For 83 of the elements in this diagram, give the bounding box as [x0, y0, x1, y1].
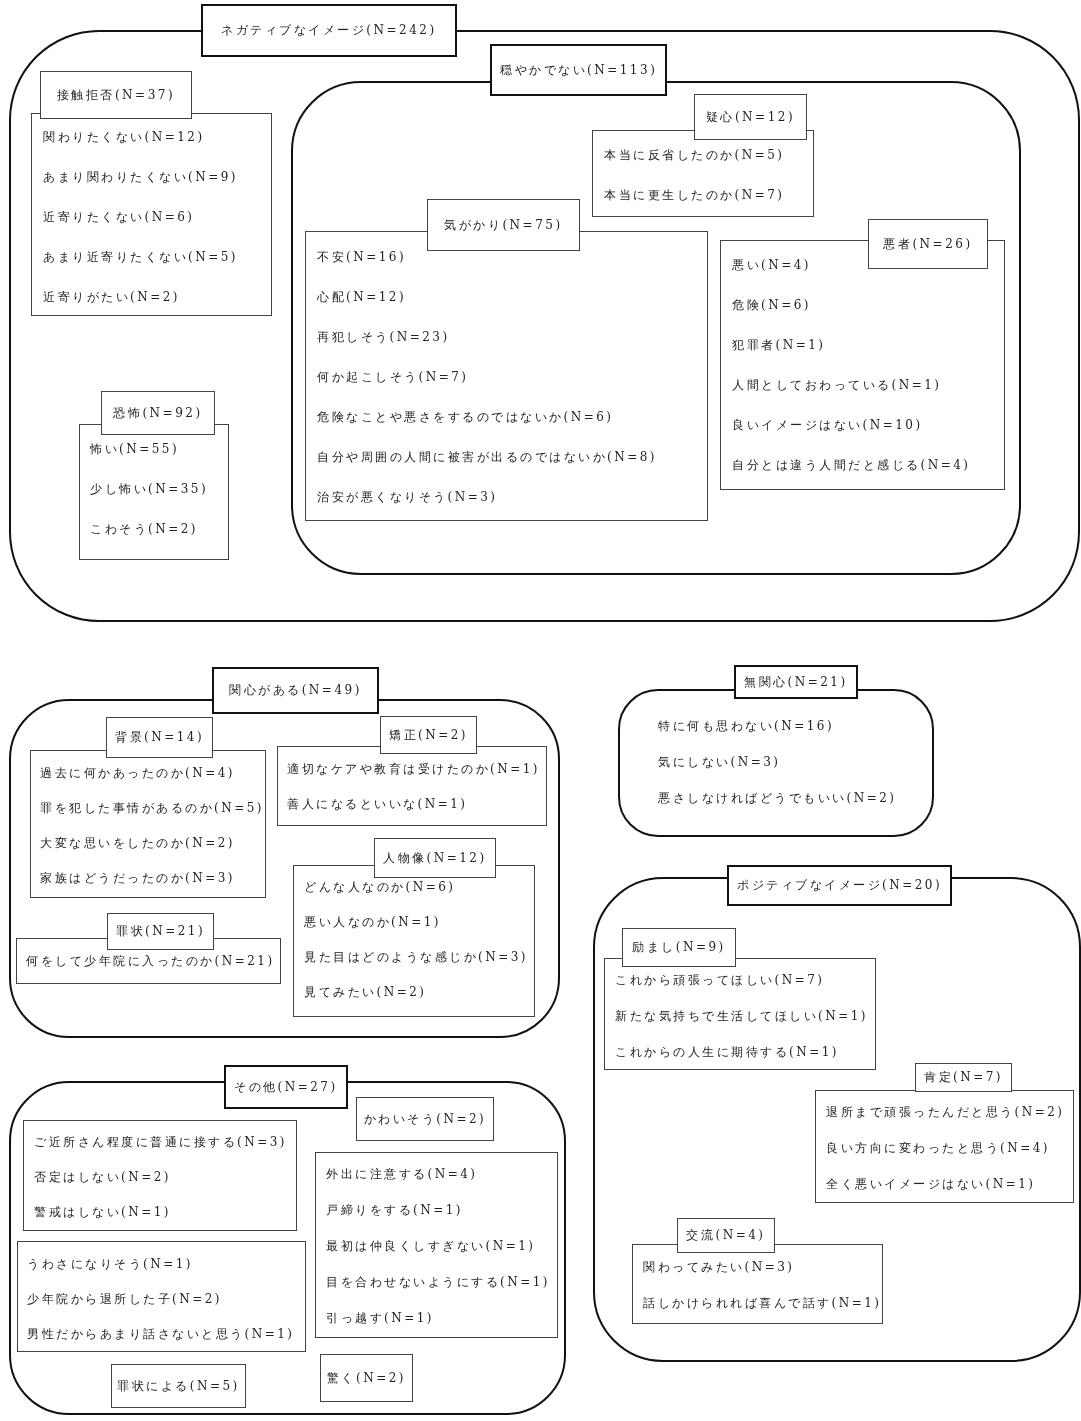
category-heading: 接触拒否(N=37) — [40, 71, 192, 119]
category-heading: 背景(N=14) — [106, 717, 214, 758]
response-item: 家族はどうだったのか(N=3) — [40, 871, 236, 886]
response-item: 男性だからあまり話さないと思う(N=1) — [27, 1327, 295, 1342]
response-item: 引っ越す(N=1) — [326, 1311, 435, 1326]
response-item: 関わりたくない(N=12) — [43, 130, 205, 145]
response-item: 良いイメージはない(N=10) — [732, 418, 923, 433]
response-item: 良い方向に変わったと思う(N=4) — [826, 1141, 1051, 1156]
response-item: 否定はしない(N=2) — [34, 1170, 172, 1185]
response-item: 自分や周囲の人間に被害が出るのではないか(N=8) — [317, 450, 658, 465]
response-item: 大変な思いをしたのか(N=2) — [40, 836, 236, 851]
response-item: 少し怖い(N=35) — [90, 482, 209, 497]
response-item: どんな人なのか(N=6) — [304, 880, 456, 895]
category-heading: 恐怖(N=92) — [101, 391, 215, 435]
category-heading: 肯定(N=7) — [915, 1063, 1013, 1092]
response-item: 最初は仲良くしすぎない(N=1) — [326, 1239, 536, 1254]
response-item: これからの人生に期待する(N=1) — [615, 1045, 840, 1060]
response-item: 自分とは違う人間だと感じる(N=4) — [732, 458, 971, 473]
response-item: 悪さしなければどうでもいい(N=2) — [658, 791, 897, 806]
response-item: 本当に更生したのか(N=7) — [604, 188, 785, 203]
response-item: 善人になるといいな(N=1) — [287, 797, 468, 812]
response-item: ご近所さん程度に普通に接する(N=3) — [34, 1135, 288, 1150]
group-heading: その他(N=27) — [224, 1065, 348, 1109]
response-item: かわいそう(N=2) — [362, 1110, 488, 1128]
category-box — [111, 1364, 246, 1408]
response-item: 治安が悪くなりそう(N=3) — [317, 490, 498, 505]
group-heading: ネガティブなイメージ(N=242) — [201, 4, 457, 57]
response-item: 近寄りたくない(N=6) — [43, 210, 195, 225]
category-heading: 疑心(N=12) — [694, 94, 807, 140]
response-item: 怖い(N=55) — [90, 442, 180, 457]
category-box — [356, 1097, 494, 1141]
response-item: あまり関わりたくない(N=9) — [43, 170, 239, 185]
response-item: こわそう(N=2) — [90, 522, 199, 537]
response-item: 犯罪者(N=1) — [732, 338, 826, 353]
response-item: 外出に注意する(N=4) — [326, 1167, 478, 1182]
response-item: 不安(N=16) — [317, 250, 407, 265]
response-item: 少年院から退所した子(N=2) — [27, 1292, 223, 1307]
response-item: 何をして少年院に入ったのか(N=21) — [26, 954, 275, 969]
response-item: 何か起こしそう(N=7) — [317, 370, 469, 385]
category-heading: 罪状(N=21) — [107, 913, 215, 950]
category-heading: 気がかり(N=75) — [427, 199, 580, 251]
response-item: 本当に反省したのか(N=5) — [604, 148, 785, 163]
response-item: 人間としておわっている(N=1) — [732, 378, 942, 393]
category-box — [23, 1120, 297, 1231]
response-item: 関わってみたい(N=3) — [643, 1260, 795, 1275]
response-item: 全く悪いイメージはない(N=1) — [826, 1177, 1036, 1192]
category-heading: 悪者(N=26) — [868, 219, 988, 269]
group-heading: ポジティブなイメージ(N=20) — [727, 865, 953, 906]
category-heading: 人物像(N=12) — [374, 838, 496, 878]
response-item: 退所まで頑張ったんだと思う(N=2) — [826, 1105, 1065, 1120]
response-item: 心配(N=12) — [317, 290, 407, 305]
category-heading: 矯正(N=2) — [380, 716, 478, 754]
group-heading: 穏やかでない(N=113) — [490, 44, 668, 96]
response-item: 罪状による(N=5) — [116, 1377, 241, 1395]
response-item: 見てみたい(N=2) — [304, 985, 427, 1000]
response-item: これから頑張ってほしい(N=7) — [615, 973, 825, 988]
response-item: 驚く(N=2) — [325, 1369, 408, 1387]
response-item: 目を合わせないようにする(N=1) — [326, 1275, 551, 1290]
category-box — [315, 1152, 558, 1338]
group-heading: 関心がある(N=49) — [212, 667, 379, 714]
group-heading: 無関心(N=21) — [734, 665, 858, 699]
response-item: 近寄りがたい(N=2) — [43, 290, 181, 305]
response-item: 悪い人なのか(N=1) — [304, 915, 442, 930]
response-item: うわさになりそう(N=1) — [27, 1257, 194, 1272]
response-item: 危険(N=6) — [732, 298, 812, 313]
response-item: 特に何も思わない(N=16) — [658, 719, 835, 734]
response-item: 見た目はどのような感じか(N=3) — [304, 950, 529, 965]
category-heading: 交流(N=4) — [677, 1218, 775, 1253]
response-item: 適切なケアや教育は受けたのか(N=1) — [287, 762, 541, 777]
response-item: 戸締りをする(N=1) — [326, 1203, 464, 1218]
category-box — [17, 1241, 306, 1352]
response-item: 気にしない(N=3) — [658, 755, 781, 770]
response-item: あまり近寄りたくない(N=5) — [43, 250, 239, 265]
response-item: 新たな気持ちで生活してほしい(N=1) — [615, 1009, 869, 1024]
response-item: 危険なことや悪さをするのではないか(N=6) — [317, 410, 614, 425]
response-item: 悪い(N=4) — [732, 258, 812, 273]
category-heading: 励まし(N=9) — [622, 928, 736, 967]
category-box — [320, 1354, 413, 1402]
response-item: 話しかけられれば喜んで話す(N=1) — [643, 1296, 882, 1311]
response-item: 罪を犯した事情があるのか(N=5) — [40, 801, 265, 816]
response-item: 過去に何かあったのか(N=4) — [40, 766, 236, 781]
response-item: 警戒はしない(N=1) — [34, 1205, 172, 1220]
response-item: 再犯しそう(N=23) — [317, 330, 450, 345]
